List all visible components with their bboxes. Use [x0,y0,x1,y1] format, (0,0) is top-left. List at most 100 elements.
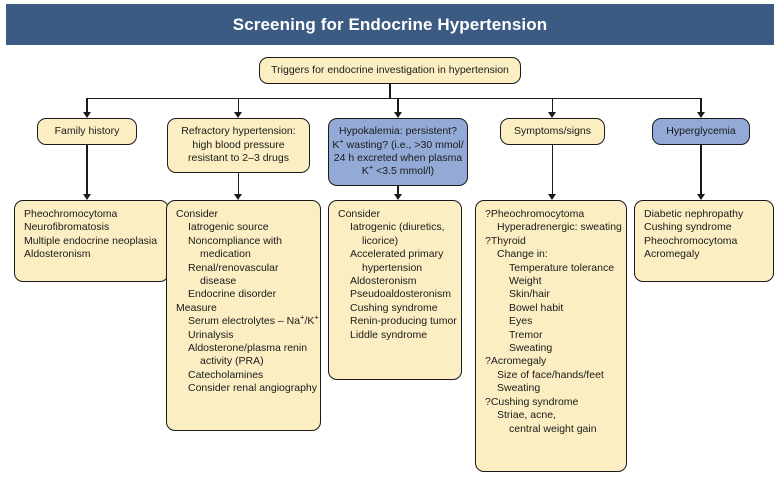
finding-item: Endocrine disorder [188,288,277,301]
finding-item: ?Acromegaly [485,355,547,368]
finding-item: Iatrogenic (diuretics, [350,221,445,234]
finding-item: Urinalysis [188,328,234,341]
connector-bus-to-trigger-4 [700,98,702,112]
trigger-line: Hypokalemia: persistent? [339,125,457,138]
trigger-label-symptoms-signs: Symptoms/signs [506,125,599,138]
finding-item: Liddle syndrome [350,328,428,341]
root-trigger-label: Triggers for endocrine investigation in … [271,63,509,76]
finding-item: medication [200,248,251,261]
trigger-line: K+ wasting? (i.e., >30 mmol/ [332,136,464,151]
connector-trigger-to-findings-0 [86,145,88,194]
root-stem [389,84,391,98]
finding-item: Sweating [497,382,541,395]
root-trigger-box: Triggers for endocrine investigation in … [259,57,521,84]
finding-item: Cushing syndrome [350,301,438,314]
finding-item: ?Pheochromocytoma [485,208,585,220]
arrow-to-trigger-0 [82,111,91,118]
finding-item: ?Thyroid [485,234,526,247]
finding-item: Sweating [509,342,553,355]
finding-item: Weight [509,275,542,288]
finding-item: Hyperadrenergic: sweating [497,221,622,234]
trigger-line: K+ <3.5 mmol/l) [361,162,435,178]
arrow-to-findings-1 [234,193,243,200]
arrow-to-findings-3 [548,193,557,200]
connector-trigger-to-findings-4 [700,145,702,194]
finding-item: Aldosterone/plasma renin [188,342,308,355]
finding-item: Noncompliance with [188,234,282,247]
page-title: Screening for Endocrine Hypertension [232,14,548,34]
finding-item: Neurofibromatosis [24,221,110,234]
trigger-label-hyperglycemia: Hyperglycemia [658,125,743,138]
finding-item: Aldosteronism [24,248,91,261]
arrow-to-trigger-3 [548,111,557,118]
finding-item: Bowel habit [509,301,564,314]
finding-item: central weight gain [509,422,597,435]
finding-item: Pseudoaldosteronism [350,288,451,301]
trigger-line: Symptoms/signs [513,124,592,137]
finding-item: Consider [338,208,381,220]
finding-item: Iatrogenic source [188,221,269,234]
connector-bus-to-trigger-3 [551,98,554,112]
trigger-line: Refractory hypertension: [181,125,296,138]
finding-item: Temperature tolerance [509,261,615,274]
finding-item: Renal/renovascular [188,261,279,274]
finding-item: Measure [176,301,217,314]
finding-item: Accelerated primary [350,248,444,261]
finding-item: Cushing syndrome [644,221,732,234]
trigger-box-refractory-hypertension: Refractory hypertension:high blood press… [167,118,310,173]
distribution-bus [87,98,701,100]
page-title-banner: Screening for Endocrine Hypertension [6,4,774,45]
trigger-box-symptoms-signs: Symptoms/signs [500,118,605,145]
finding-item: Multiple endocrine neoplasia [24,234,158,247]
trigger-line: Hyperglycemia [666,124,736,137]
trigger-line: Family history [54,124,120,137]
trigger-box-hyperglycemia: Hyperglycemia [652,118,750,145]
arrow-to-findings-0 [82,193,91,200]
trigger-line: high blood pressure [192,138,285,151]
trigger-label-family-history: Family history [47,125,128,138]
finding-item: activity (PRA) [200,355,264,368]
trigger-label-refractory-hypertension: Refractory hypertension:high blood press… [173,125,303,165]
connector-bus-to-trigger-2 [397,98,399,112]
connector-trigger-to-findings-3 [551,145,554,194]
trigger-line: 24 h excreted when plasma [333,152,463,164]
finding-item: Striae, acne, [497,409,556,422]
arrow-to-trigger-2 [393,111,402,118]
trigger-label-hypokalemia: Hypokalemia: persistent?K+ wasting? (i.e… [324,125,471,179]
finding-item: ?Cushing syndrome [485,395,579,408]
arrow-to-findings-4 [696,193,705,200]
finding-item: Serum electrolytes – Na+/K+ [188,312,319,328]
finding-item: Pheochromocytoma [24,208,118,220]
finding-item: Tremor [509,328,543,341]
finding-item: Consider renal angiography [188,382,317,395]
finding-item: Renin-producing tumor [350,315,457,328]
arrow-to-trigger-1 [234,111,243,118]
finding-item: Pheochromocytoma [644,234,738,247]
trigger-box-hypokalemia: Hypokalemia: persistent?K+ wasting? (i.e… [328,118,468,186]
connector-bus-to-trigger-1 [237,98,240,112]
finding-item: licorice) [362,234,399,247]
finding-item: Acromegaly [644,248,700,261]
finding-item: Eyes [509,315,533,328]
connector-trigger-to-findings-2 [397,186,399,194]
trigger-line: resistant to 2–3 drugs [188,152,289,165]
arrow-to-findings-2 [393,193,402,200]
finding-item: hypertension [362,261,423,274]
arrow-to-trigger-4 [696,111,705,118]
finding-item: Change in: [497,248,548,261]
finding-item: Diabetic nephropathy [644,208,744,220]
finding-item: Aldosteronism [350,275,417,288]
finding-item: Catecholamines [188,368,264,381]
finding-item: disease [200,275,237,288]
finding-item: Size of face/hands/feet [497,368,604,381]
trigger-box-family-history: Family history [37,118,137,145]
connector-bus-to-trigger-0 [86,98,88,112]
connector-trigger-to-findings-1 [237,173,240,194]
finding-item: Consider [176,208,219,220]
